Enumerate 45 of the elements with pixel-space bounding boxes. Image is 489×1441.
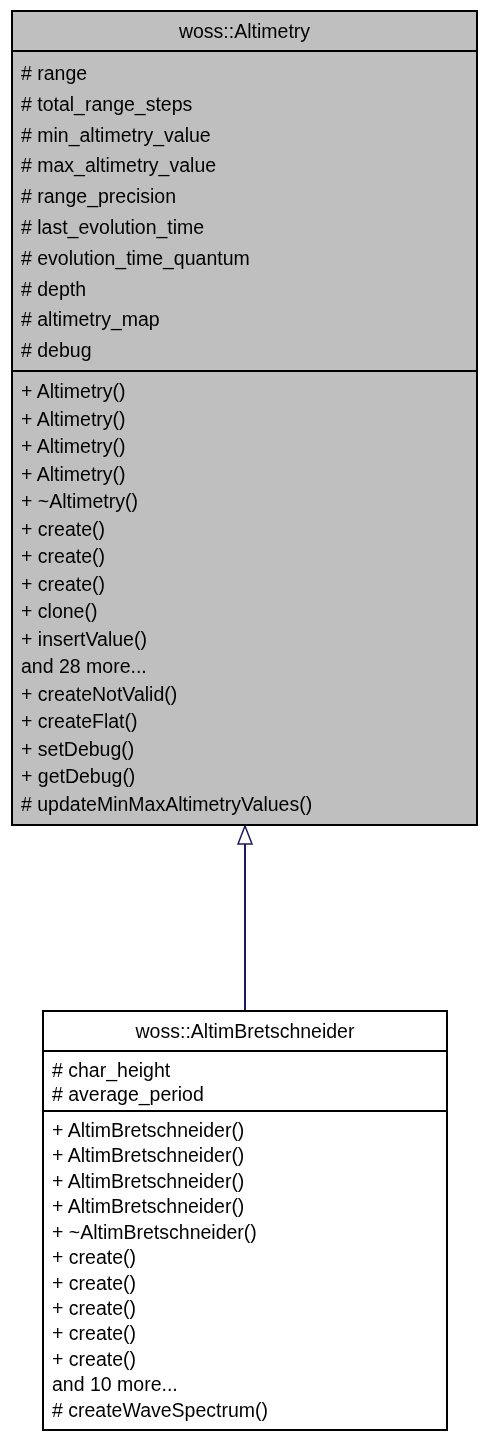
member-text: + getDebug() bbox=[21, 764, 136, 789]
member-text: # debug bbox=[21, 338, 92, 364]
member-text: # updateMinMaxAltimetryValues() bbox=[21, 791, 313, 817]
member-text: # last_evolution_time bbox=[21, 215, 205, 241]
member-text: + setDebug() bbox=[21, 736, 135, 762]
member-text: + Altimetry() bbox=[21, 461, 126, 487]
member-text: + Altimetry() bbox=[21, 434, 126, 459]
class-box bbox=[11, 10, 478, 826]
class-box bbox=[42, 1010, 448, 1431]
member-text: + Altimetry() bbox=[21, 379, 126, 404]
class-name: woss::AltimBretschneider bbox=[134, 1019, 356, 1044]
member-text: and 28 more... bbox=[21, 654, 147, 679]
member-text: # min_altimetry_value bbox=[21, 122, 211, 149]
member-text: + clone() bbox=[21, 599, 98, 624]
member-text: + create() bbox=[21, 544, 105, 569]
member-text: # average_period bbox=[52, 1082, 204, 1106]
inheritance-arrow bbox=[237, 825, 253, 1011]
member-text: + create() bbox=[21, 571, 105, 597]
member-text: + create() bbox=[52, 1321, 136, 1347]
member-text: + create() bbox=[52, 1295, 136, 1321]
member-text: + create() bbox=[52, 1346, 136, 1372]
member-text: + create() bbox=[52, 1245, 136, 1271]
member-text: + create() bbox=[21, 516, 105, 542]
member-text: + AltimBretschneider() bbox=[52, 1194, 245, 1220]
member-text: + ~Altimetry() bbox=[21, 489, 139, 514]
member-text: + AltimBretschneider() bbox=[52, 1143, 245, 1169]
member-text: + createNotValid() bbox=[21, 681, 178, 707]
member-text: # total_range_steps bbox=[21, 91, 193, 118]
member-text: # max_altimetry_value bbox=[21, 153, 217, 179]
member-text: + AltimBretschneider() bbox=[52, 1168, 245, 1194]
member-text: + createFlat() bbox=[21, 709, 138, 734]
member-text: + insertValue() bbox=[21, 626, 147, 652]
member-text: + ~AltimBretschneider() bbox=[52, 1219, 257, 1245]
class-name: woss::Altimetry bbox=[177, 19, 312, 44]
member-text: # createWaveSpectrum() bbox=[52, 1397, 268, 1423]
member-text: + Altimetry() bbox=[21, 406, 126, 432]
member-text: + AltimBretschneider() bbox=[52, 1118, 245, 1143]
member-text: # range bbox=[21, 61, 88, 86]
member-text: # evolution_time_quantum bbox=[21, 245, 250, 272]
member-text: # char_height bbox=[52, 1058, 171, 1082]
member-text: and 10 more... bbox=[52, 1372, 178, 1398]
member-text: + create() bbox=[52, 1270, 136, 1296]
member-text: # depth bbox=[21, 276, 87, 302]
member-text: # altimetry_map bbox=[21, 307, 160, 333]
member-text: # range_precision bbox=[21, 184, 177, 210]
